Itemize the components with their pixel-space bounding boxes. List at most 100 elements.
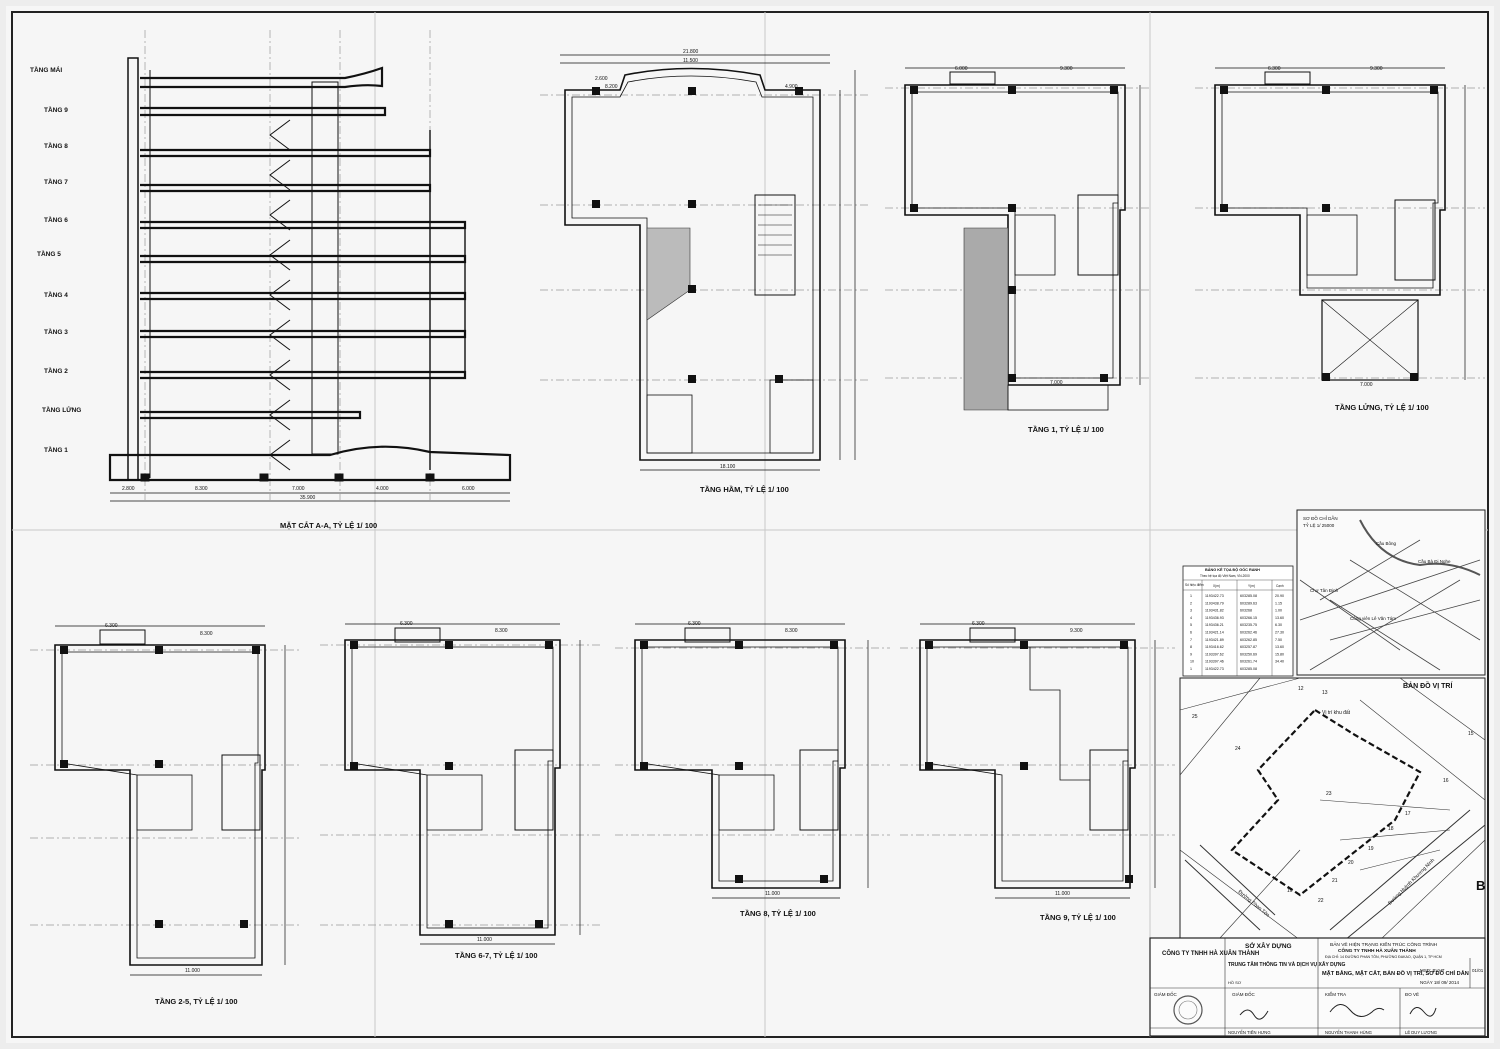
- coord-header: Cạnh: [1276, 584, 1284, 588]
- dim-text: 7.000: [292, 486, 305, 492]
- coord-cell: 603262.85: [1240, 638, 1257, 642]
- coord-cell: 1193422.73: [1205, 667, 1224, 671]
- coord-cell: 13.60: [1275, 645, 1284, 649]
- plan-floor6-7: [320, 623, 600, 945]
- dim-text: 21.800: [683, 49, 699, 55]
- overview-map-title: SƠ ĐỒ CHỈ DẪN: [1303, 515, 1338, 521]
- signature-2: [1329, 1004, 1385, 1017]
- map-label: Công viên Lê Văn Tám: [1350, 616, 1396, 621]
- signature-3: [1409, 1007, 1437, 1017]
- signer-name: NGUYỄN THANH HÙNG: [1325, 1030, 1372, 1035]
- section-title: MẶT CẮT A-A, TỶ LỆ 1/ 100: [280, 521, 377, 530]
- coord-cell: 603268: [1240, 609, 1252, 613]
- lot-number: 25: [1192, 714, 1198, 720]
- coord-cell: 603250.69: [1240, 652, 1257, 656]
- coord-cell: 34.40: [1275, 660, 1284, 664]
- coord-header: Số hiệu điểm: [1185, 583, 1204, 587]
- coord-cell: 3: [1190, 609, 1192, 613]
- sheet-border: [11, 11, 1489, 1038]
- role-label: KIỂM TRA: [1325, 991, 1346, 997]
- location-map: BẢN ĐỒ VỊ TRÍ Vị trí khu đất Đường Phan …: [1179, 677, 1486, 941]
- coord-cell: 1193436.21: [1205, 623, 1224, 627]
- coord-cell: 20.90: [1275, 594, 1284, 598]
- plan-floor8: [615, 623, 890, 899]
- dim-text: 18.100: [720, 464, 736, 470]
- lot-number: 13: [1322, 690, 1328, 696]
- lot-number: 15: [1468, 731, 1474, 737]
- drawing-date: NGÀY 18/ 09/ 2014: [1420, 979, 1459, 985]
- hoso-label: HỒ SƠ: [1228, 980, 1242, 985]
- coord-table-subtitle: Theo hệ tọa độ Việt Nam, VN-2000: [1200, 574, 1250, 578]
- coord-cell: 1193436.93: [1205, 616, 1224, 620]
- coord-cell: 27.30: [1275, 631, 1284, 635]
- signer-name: LÊ DUY LƯƠNG: [1405, 1030, 1437, 1035]
- dim-text: 2.800: [122, 486, 135, 492]
- floor-label-6: TẦNG 6: [44, 214, 68, 224]
- project-address: ĐỊA CHỈ: 14 ĐƯỜNG PHAN TÔN, PHƯỜNG ĐAKAO…: [1325, 954, 1442, 959]
- lot-number: 24: [1235, 746, 1241, 752]
- dim-text: 8.300: [195, 486, 208, 492]
- dim-text: 2.600: [595, 76, 608, 82]
- coord-table-title: BẢNG KÊ TỌA ĐỘ GÓC RANH: [1205, 567, 1260, 572]
- dim-text: 7.000: [1050, 380, 1063, 386]
- floor-label-5: TẦNG 5: [37, 248, 61, 258]
- coord-cell: 603235.75: [1240, 623, 1257, 627]
- coord-cell: 10: [1190, 660, 1194, 664]
- dim-text: 4.000: [376, 486, 389, 492]
- project-line2: CÔNG TY TNHH HÀ XUÂN THÀNH: [1338, 946, 1416, 954]
- dim-text: 7.000: [1360, 382, 1373, 388]
- lot-number: 19: [1368, 846, 1374, 852]
- lot-number: 18: [1388, 826, 1394, 832]
- dim-text: 9.300: [1070, 628, 1083, 634]
- section-floor-labels: TẦNG MÁI TẦNG 9 TẦNG 8 TẦNG 7 TẦNG 6 TẦN…: [30, 64, 81, 454]
- side-letter: B: [1476, 878, 1485, 893]
- drawing-title: MẶT BẰNG, MẶT CẮT, BẢN ĐỒ VỊ TRÍ, SƠ ĐỒ …: [1322, 969, 1469, 977]
- coord-cell: 8: [1190, 645, 1192, 649]
- title-block: CÔNG TY TNHH HÀ XUÂN THÀNH SỞ XÂY DỰNG T…: [1149, 937, 1486, 1037]
- lot-number: 22: [1318, 898, 1324, 904]
- coord-cell: 1193416.62: [1205, 645, 1224, 649]
- coord-cell: 13.60: [1275, 616, 1284, 620]
- coord-cell: 6: [1190, 631, 1192, 635]
- lot-number: 23: [1326, 791, 1332, 797]
- role-label: GIÁM ĐỐC: [1232, 991, 1256, 997]
- floor2-5-title: TẦNG 2-5, TỶ LỆ 1/ 100: [155, 996, 238, 1006]
- dim-text: 8.300: [495, 628, 508, 634]
- floor-label-9: TẦNG 9: [44, 104, 68, 114]
- coord-cell: 603257.87: [1240, 645, 1257, 649]
- drawing-code: MSĐ: BVHT: [1420, 968, 1445, 973]
- center-name: TRUNG TÂM THÔNG TIN VÀ DỊCH VỤ XÂY DỰNG: [1228, 960, 1346, 968]
- coord-cell: 1.15: [1275, 601, 1282, 605]
- lot-number: 21: [1332, 878, 1338, 884]
- section-a-a: [108, 30, 512, 502]
- dim-text: 6.300: [1268, 66, 1281, 72]
- lot-number: 12: [1298, 686, 1304, 692]
- floor-label-roof: TẦNG MÁI: [30, 64, 62, 74]
- dept-name: SỞ XÂY DỰNG: [1245, 941, 1292, 950]
- signature-1: [1239, 1009, 1269, 1020]
- coord-cell: 603266.15: [1240, 616, 1257, 620]
- site-label: Vị trí khu đất: [1322, 710, 1351, 716]
- dim-text: 6.000: [955, 66, 968, 72]
- coord-cell: 7.50: [1275, 638, 1282, 642]
- floor9-dims: 6.300 9.300 11.000: [972, 621, 1083, 897]
- dim-text: 6.300: [105, 623, 118, 629]
- company-name: CÔNG TY TNHH HÀ XUÂN THÀNH: [1162, 949, 1259, 957]
- coord-cell: 603262.46: [1240, 631, 1257, 635]
- dim-text: 9.300: [1370, 66, 1383, 72]
- plan-mezzanine: [1195, 67, 1485, 381]
- location-map-title: BẢN ĐỒ VỊ TRÍ: [1403, 680, 1453, 690]
- coord-cell: 5: [1190, 623, 1192, 627]
- coord-cell: 1193421.89: [1205, 638, 1224, 642]
- floor9-title: TẦNG 9, TỶ LỆ 1/ 100: [1040, 912, 1116, 922]
- coord-cell: 1: [1190, 594, 1192, 598]
- coord-cell: 1193421.14: [1205, 631, 1224, 635]
- floor-label-2: TẦNG 2: [44, 365, 68, 375]
- dim-text: 11.500: [683, 58, 698, 64]
- floor8-dims: 6.300 8.300 11.000: [688, 621, 798, 897]
- floor-label-4: TẦNG 4: [44, 289, 68, 299]
- dim-text: 6.300: [400, 621, 413, 627]
- floor-label-3: TẦNG 3: [44, 326, 68, 336]
- coord-cell: 603261.74: [1240, 660, 1257, 664]
